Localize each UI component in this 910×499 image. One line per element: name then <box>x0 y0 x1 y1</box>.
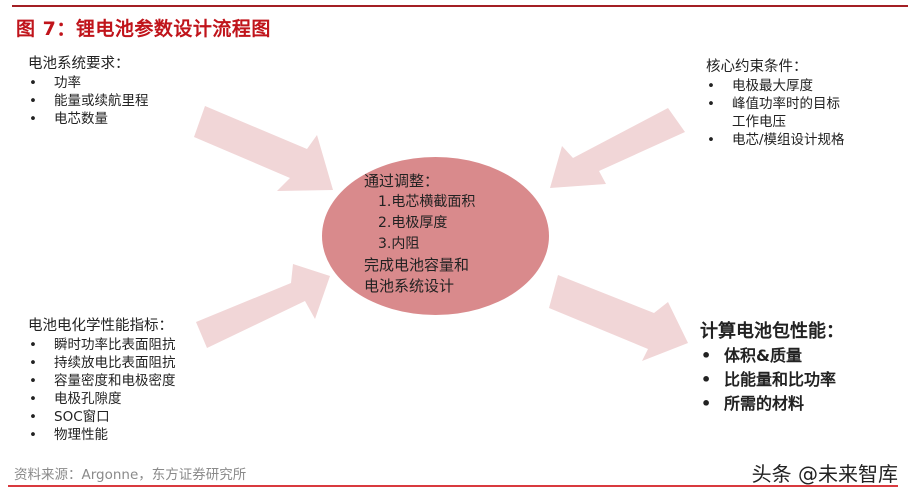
system-requirements-list: 功率 能量或续航里程 电芯数量 <box>28 74 149 128</box>
center-sub-1: 1.电芯横截面积 <box>378 194 476 210</box>
system-requirements-block: 电池系统要求： 功率 能量或续航里程 电芯数量 <box>28 55 149 128</box>
center-line-3: 电池系统设计 <box>364 277 455 295</box>
pack-performance-block: 计算电池包性能： 体积&质量 比能量和比功率 所需的材料 <box>700 320 844 416</box>
arrow-bottom-right <box>549 275 688 361</box>
list-item: SOC窗口 <box>28 408 176 426</box>
list-item: 体积&质量 <box>700 344 844 368</box>
list-item: 比能量和比功率 <box>700 368 844 392</box>
center-oval-text: 通过调整： 1.电芯横截面积 2.电极厚度 3.内阻 完成电池容量和 电池系统设… <box>364 171 475 297</box>
list-item: 电极最大厚度 <box>706 77 845 95</box>
center-line-1: 通过调整： <box>364 172 440 190</box>
list-item: 物理性能 <box>28 426 176 444</box>
electrochemical-indicators-heading: 电池电化学性能指标： <box>28 318 173 334</box>
electrochemical-indicators-list: 瞬时功率比表面阻抗 持续放电比表面阻抗 容量密度和电极密度 电极孔隙度 SOC窗… <box>28 336 176 444</box>
core-constraints-heading: 核心约束条件： <box>706 59 808 75</box>
pack-performance-heading: 计算电池包性能： <box>700 321 844 342</box>
core-constraints-list: 电极最大厚度 峰值功率时的目标 工作电压 电芯/模组设计规格 <box>706 77 845 149</box>
center-sub-3: 3.内阻 <box>378 236 420 252</box>
core-constraints-block: 核心约束条件： 电极最大厚度 峰值功率时的目标 工作电压 电芯/模组设计规格 <box>706 58 845 149</box>
top-rule <box>12 5 908 7</box>
list-item: 功率 <box>28 74 149 92</box>
list-item: 容量密度和电极密度 <box>28 372 176 390</box>
arrow-top-left <box>194 106 333 191</box>
arrow-top-right <box>550 108 685 188</box>
electrochemical-indicators-block: 电池电化学性能指标： 瞬时功率比表面阻抗 持续放电比表面阻抗 容量密度和电极密度… <box>28 317 176 444</box>
bottom-rule <box>8 485 898 487</box>
figure-title: 图 7：锂电池参数设计流程图 <box>16 18 271 40</box>
list-item-continuation: 工作电压 <box>732 114 786 130</box>
watermark: 头条 @未来智库 <box>751 462 898 486</box>
center-line-2: 完成电池容量和 <box>364 256 470 274</box>
arrow-bottom-left <box>196 264 330 348</box>
list-item: 持续放电比表面阻抗 <box>28 354 176 372</box>
list-item: 电极孔隙度 <box>28 390 176 408</box>
center-oval <box>322 157 549 315</box>
list-item: 能量或续航里程 <box>28 92 149 110</box>
list-item: 电芯/模组设计规格 <box>706 131 845 149</box>
list-item: 瞬时功率比表面阻抗 <box>28 336 176 354</box>
list-item: 所需的材料 <box>700 392 844 416</box>
system-requirements-heading: 电池系统要求： <box>28 56 130 72</box>
list-item: 电芯数量 <box>28 110 149 128</box>
center-sub-2: 2.电极厚度 <box>378 215 448 231</box>
list-item: 峰值功率时的目标 <box>706 95 845 113</box>
pack-performance-list: 体积&质量 比能量和比功率 所需的材料 <box>700 344 844 416</box>
source-caption: 资料来源：Argonne，东方证券研究所 <box>14 467 247 483</box>
